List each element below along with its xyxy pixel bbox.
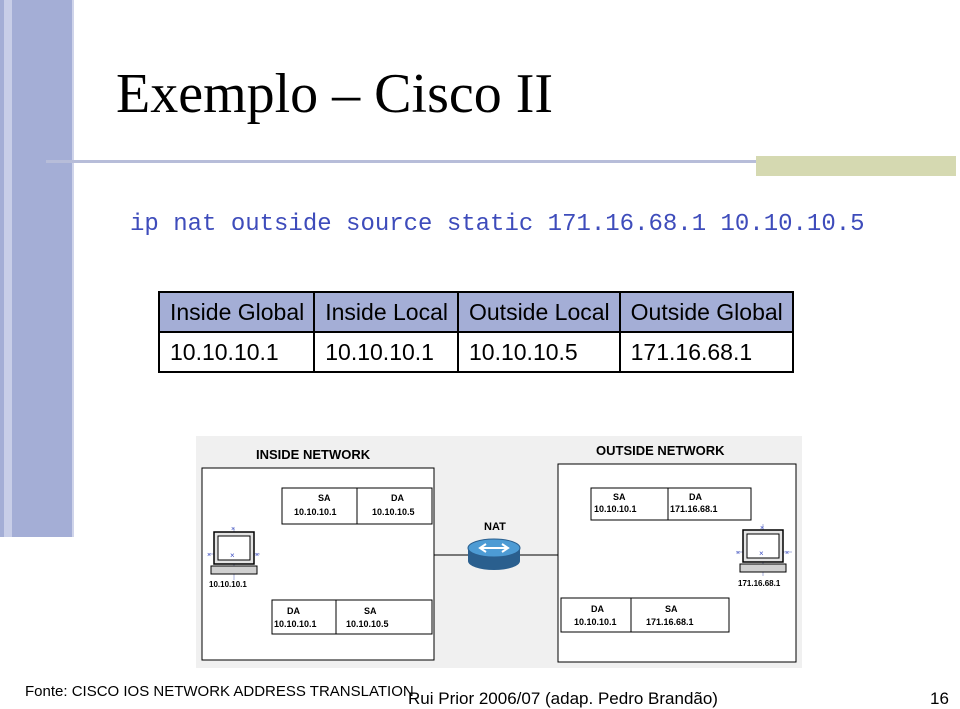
packet-da-value: 10.10.10.1	[574, 617, 617, 627]
inside-network-label: INSIDE NETWORK	[256, 447, 371, 462]
table-header-row: Inside Global Inside Local Outside Local…	[157, 291, 794, 333]
title-accent-block	[756, 156, 956, 176]
packet-inside-bottom: DA 10.10.10.1 SA 10.10.10.5	[271, 599, 433, 635]
nat-network-diagram: INSIDE NETWORK OUTSIDE NETWORK SA 10.10.…	[196, 436, 802, 668]
packet-sa-value: 10.10.10.5	[346, 619, 389, 629]
footer-source: Fonte: CISCO IOS NETWORK ADDRESS TRANSLA…	[25, 683, 414, 700]
svg-text:×: ×	[736, 550, 740, 557]
packet-sa-value: 10.10.10.1	[594, 504, 637, 514]
svg-text:×: ×	[207, 552, 211, 559]
packet-da-value: 10.10.10.1	[274, 619, 317, 629]
packet-sa-label: SA	[364, 606, 377, 616]
table-row: 10.10.10.1 10.10.10.1 10.10.10.5 171.16.…	[157, 331, 794, 373]
packet-sa-label: SA	[665, 604, 678, 614]
header-outside-local: Outside Local	[457, 291, 621, 333]
nat-command: ip nat outside source static 171.16.68.1…	[130, 211, 865, 238]
packet-outside-top: SA 10.10.10.1 DA 171.16.68.1	[590, 487, 752, 521]
packet-da-label: DA	[391, 493, 404, 503]
decorative-side-bar	[0, 0, 74, 537]
packet-inside-top: SA 10.10.10.1 DA 10.10.10.5	[281, 487, 433, 525]
nat-translation-table: Inside Global Inside Local Outside Local…	[157, 291, 794, 373]
packet-sa-value: 171.16.68.1	[646, 617, 694, 627]
footer-author: Rui Prior 2006/07 (adap. Pedro Brandão)	[408, 689, 718, 708]
cell-inside-local: 10.10.10.1	[313, 331, 459, 373]
svg-text:×: ×	[255, 552, 259, 559]
nat-label: NAT	[484, 521, 506, 533]
svg-text:×: ×	[759, 549, 764, 558]
packet-sa-value: 10.10.10.1	[294, 507, 337, 517]
packet-sa-label: SA	[613, 492, 626, 502]
header-inside-local: Inside Local	[313, 291, 459, 333]
nat-router-icon: NAT	[467, 521, 521, 570]
computer-icon: × × × × 10.10.10.1	[207, 526, 260, 589]
packet-da-label: DA	[287, 606, 300, 616]
packet-da-value: 10.10.10.5	[372, 507, 415, 517]
header-outside-global: Outside Global	[618, 291, 794, 333]
svg-text:×: ×	[231, 526, 235, 533]
svg-text:×: ×	[760, 525, 764, 532]
svg-text:×: ×	[785, 550, 789, 557]
computer-icon: × × × × 171.16.68.1	[736, 524, 792, 588]
page-number: 16	[930, 689, 949, 708]
svg-text:×: ×	[230, 551, 235, 560]
packet-da-value: 171.16.68.1	[670, 504, 718, 514]
slide-title: Exemplo – Cisco II	[116, 63, 554, 125]
packet-sa-label: SA	[318, 493, 331, 503]
packet-da-label: DA	[591, 604, 604, 614]
header-inside-global: Inside Global	[157, 291, 316, 333]
decorative-side-stripe	[4, 0, 12, 537]
left-host-ip: 10.10.10.1	[209, 580, 247, 589]
packet-da-label: DA	[689, 492, 702, 502]
cell-inside-global: 10.10.10.1	[157, 331, 316, 373]
outside-network-label: OUTSIDE NETWORK	[596, 443, 725, 458]
title-underline	[46, 160, 954, 163]
packet-outside-bottom: DA 10.10.10.1 SA 171.16.68.1	[560, 597, 730, 633]
cell-outside-local: 10.10.10.5	[457, 331, 621, 373]
right-host-ip: 171.16.68.1	[738, 579, 781, 588]
cell-outside-global: 171.16.68.1	[618, 331, 794, 373]
